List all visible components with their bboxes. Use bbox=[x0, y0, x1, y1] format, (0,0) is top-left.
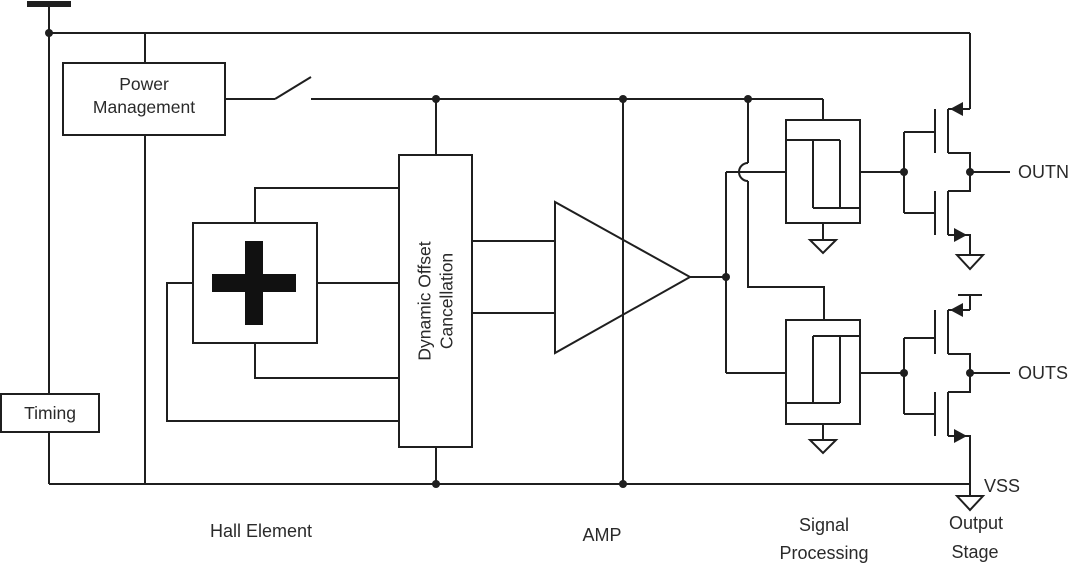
output-stage-label-line2: Stage bbox=[951, 542, 998, 562]
vdd-rail bbox=[27, 1, 971, 484]
schmitt-trigger-upper-box bbox=[785, 119, 904, 255]
hysteresis-icon bbox=[786, 335, 860, 404]
nmos-transistor-outn bbox=[934, 172, 971, 255]
signal-processing-label-line2: Processing bbox=[779, 543, 868, 563]
amp-label: AMP bbox=[582, 525, 621, 545]
source-arrow-icon bbox=[954, 429, 967, 443]
ground-icon bbox=[954, 254, 986, 271]
source-arrow-icon bbox=[950, 303, 963, 317]
hall-plate-plus-icon bbox=[212, 241, 296, 325]
schmitt-trigger-lower-box bbox=[785, 319, 904, 455]
ground-icon bbox=[807, 239, 839, 255]
nmos-transistor-outs bbox=[934, 373, 971, 484]
pmos-transistor-outn bbox=[934, 102, 971, 172]
amp-output-wires bbox=[690, 171, 786, 374]
ground-icon bbox=[954, 495, 986, 512]
doc-label-line1: Dynamic Offset bbox=[415, 241, 435, 360]
dynamic-offset-cancellation-box: Dynamic Offset Cancellation bbox=[398, 154, 473, 484]
hall-contact-wires bbox=[166, 187, 399, 422]
outs-label: OUTS bbox=[1018, 363, 1068, 383]
vss-terminal: VSS bbox=[954, 476, 1020, 512]
vss-label: VSS bbox=[984, 476, 1020, 496]
timing-box: Timing bbox=[0, 393, 100, 433]
power-management-label-line1: Power bbox=[119, 74, 169, 94]
ground-icon bbox=[807, 439, 839, 455]
source-arrow-icon bbox=[954, 228, 967, 242]
output-stage-label-line1: Output bbox=[949, 513, 1003, 533]
switch-icon bbox=[274, 76, 312, 100]
outn-label: OUTN bbox=[1018, 162, 1069, 182]
outn-output-stage: OUTN bbox=[903, 102, 1069, 271]
hall-element-box bbox=[192, 222, 318, 344]
switched-rail bbox=[225, 76, 825, 320]
power-management-label-line2: Management bbox=[93, 97, 195, 117]
stage-labels: Hall Element AMP Signal Processing Outpu… bbox=[210, 513, 1003, 563]
hall-element-label: Hall Element bbox=[210, 521, 312, 541]
doc-label-line2: Cancellation bbox=[437, 253, 457, 349]
timing-label: Timing bbox=[24, 403, 76, 423]
hysteresis-icon bbox=[786, 139, 860, 209]
doc-output-wires bbox=[472, 240, 555, 314]
junction-dots bbox=[45, 29, 974, 488]
signal-processing-label-line1: Signal bbox=[799, 515, 849, 535]
power-management-box: Power Management bbox=[62, 62, 226, 136]
source-arrow-icon bbox=[950, 102, 963, 116]
outs-output-stage: OUTS bbox=[903, 294, 1068, 484]
pmos-transistor-outs bbox=[934, 303, 971, 373]
